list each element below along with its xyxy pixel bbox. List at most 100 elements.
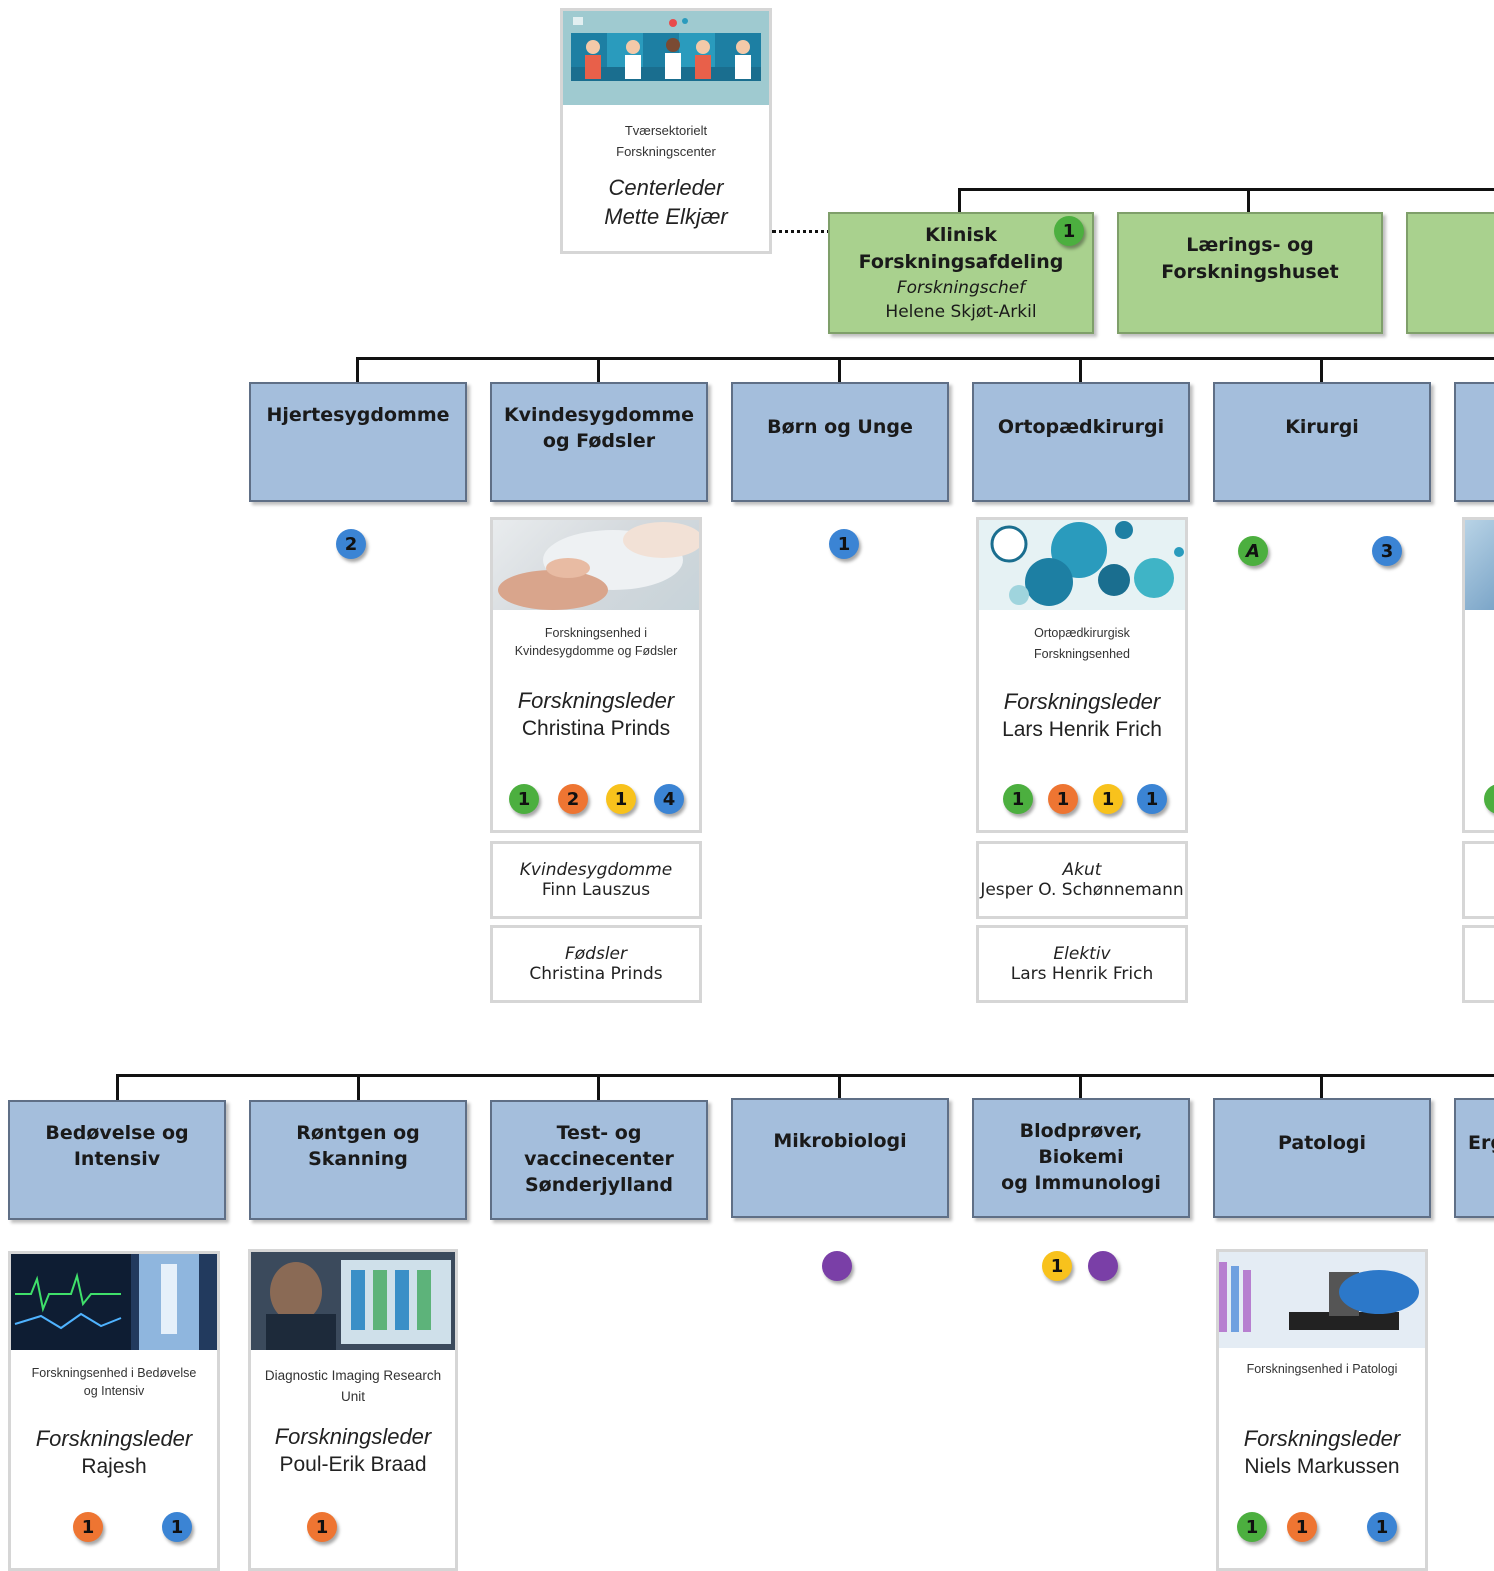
badge-yellow: 1	[1093, 784, 1123, 814]
klinisk-title-2: Forskningsafdeling	[858, 251, 1064, 273]
ortopaedkirurgi-research-card: Ortopædkirurgisk Forskningsenhed Forskni…	[976, 517, 1188, 833]
connector	[1320, 1074, 1323, 1100]
orto-caption-1: Ortopædkirurgisk	[1034, 626, 1130, 640]
kvindesygdomme-subunit: Kvindesygdomme Finn Lauszus	[490, 841, 702, 919]
sub-name: Jesper O. Schønnemann	[980, 880, 1184, 900]
badge-blue: 4	[654, 784, 684, 814]
patologi-role: Forskningsleder	[1243, 1426, 1401, 1451]
akut-subunit: Akut Jesper O. Schønnemann	[976, 841, 1188, 919]
kvinde-caption-1: Forskningsenhed i	[544, 626, 648, 640]
microscope-photo	[1219, 1252, 1425, 1348]
bedov-name: Rajesh	[81, 1455, 147, 1478]
laerings-title-1: Lærings- og	[1186, 234, 1314, 256]
orthopedic-icons-illustration	[979, 520, 1185, 610]
rontgen-research-card: Diagnostic Imaging Research Unit Forskni…	[248, 1249, 458, 1571]
rontgen-label: Røntgen og Skanning	[296, 1122, 420, 1170]
rontgen-role: Forskningsleder	[274, 1424, 432, 1449]
test-label-2: Sønderjylland	[525, 1174, 673, 1196]
badge-orange: 2	[558, 784, 588, 814]
laerings-title-2: Forskningshuset	[1161, 261, 1339, 283]
researchers-puzzle-illustration	[563, 11, 769, 105]
sub-name: Lars Henrik Frich	[1010, 964, 1154, 984]
sub-role: Kvindesygdomme	[519, 860, 673, 880]
partial-green-box[interactable]	[1406, 212, 1494, 334]
blodprover-box[interactable]: Blodprøver, Biokemi og Immunologi	[972, 1098, 1190, 1218]
orto-caption-2: Forskningsenhed	[1034, 647, 1130, 661]
klinisk-forskningsafdeling-box[interactable]: Klinisk Forskningsafdeling Forskningsche…	[828, 212, 1094, 334]
bedov-role: Forskningsleder	[35, 1426, 193, 1451]
badge-orange: 1	[1287, 1512, 1317, 1542]
born-og-unge-label: Børn og Unge	[767, 416, 913, 438]
connector	[357, 1074, 360, 1102]
sub-role: Akut	[1062, 860, 1102, 880]
badge-orange: 1	[1048, 784, 1078, 814]
partial-photo	[1465, 520, 1494, 610]
patologi-name: Niels Markussen	[1244, 1455, 1400, 1478]
sub-role: Fødsler	[565, 944, 627, 964]
elektiv-subunit: Elektiv Lars Henrik Frich	[976, 925, 1188, 1003]
hjertesygdomme-label: Hjertesygdomme	[266, 404, 450, 426]
badge-blue: 2	[336, 529, 366, 559]
badge-orange: 1	[307, 1512, 337, 1542]
born-og-unge-box[interactable]: Børn og Unge	[731, 382, 949, 502]
bedovelse-og-intensiv-box[interactable]: Bedøvelse og Intensiv	[8, 1100, 226, 1220]
rontgen-caption-2: Unit	[340, 1389, 365, 1404]
connector	[1079, 1074, 1082, 1100]
rontgen-og-skanning-box[interactable]: Røntgen og Skanning	[249, 1100, 467, 1220]
partial-subunit	[1462, 841, 1494, 919]
connector	[1247, 188, 1250, 214]
badge-yellow: 1	[1042, 1251, 1072, 1281]
connector	[1320, 357, 1323, 383]
badge-green: 1	[509, 784, 539, 814]
hjertesygdomme-box[interactable]: Hjertesygdomme	[249, 382, 467, 502]
connector	[597, 357, 600, 383]
blodprover-label-2: og Immunologi	[1001, 1172, 1161, 1194]
badge-green	[1484, 784, 1494, 814]
sub-name: Christina Prinds	[529, 964, 663, 984]
connector	[838, 1074, 841, 1100]
connector-row1	[356, 357, 1494, 360]
center-name: Mette Elkjær	[604, 204, 728, 229]
sub-role: Elektiv	[1053, 944, 1111, 964]
bedov-caption-1: Forskningsenhed i Bedøvelse	[31, 1366, 197, 1380]
partial-blue-box[interactable]	[1454, 382, 1494, 502]
center-caption-2: Forskningscenter	[616, 144, 716, 159]
patologi-caption: Forskningsenhed i Patologi	[1246, 1362, 1398, 1376]
connector-row2	[116, 1074, 1494, 1077]
kvinde-caption-2: Kvindesygdomme og Fødsler	[514, 644, 678, 658]
test-og-vaccinecenter-box[interactable]: Test- og vaccinecenter Sønderjylland	[490, 1100, 708, 1220]
connector	[838, 357, 841, 383]
badge-purple	[822, 1251, 852, 1281]
newborn-hand-photo	[493, 520, 699, 610]
badge-blue: 1	[1367, 1512, 1397, 1542]
badge-purple	[1088, 1251, 1118, 1281]
mikrobiologi-box[interactable]: Mikrobiologi	[731, 1098, 949, 1218]
rontgen-name: Poul-Erik Braad	[279, 1453, 427, 1476]
badge-green: 1	[1237, 1512, 1267, 1542]
center-card: Tværsektorielt Forskningscenter Centerle…	[560, 8, 772, 254]
ortopaedkirurgi-box[interactable]: Ortopædkirurgi	[972, 382, 1190, 502]
bedovelse-label: Bedøvelse og Intensiv	[45, 1122, 189, 1170]
mikrobiologi-label: Mikrobiologi	[773, 1130, 907, 1152]
partial-blue-box-row2[interactable]: Erg	[1454, 1098, 1494, 1218]
badge-green: A	[1238, 536, 1268, 566]
badge-green: 1	[1054, 216, 1084, 246]
laerings-og-forskningshuset-box[interactable]: Lærings- og Forskningshuset	[1117, 212, 1383, 334]
kvindesygdomme-research-card: Forskningsenhed i Kvindesygdomme og Føds…	[490, 517, 702, 833]
rontgen-caption-1: Diagnostic Imaging Research	[264, 1368, 442, 1383]
kvindesygdomme-box[interactable]: Kvindesygdomme og Fødsler	[490, 382, 708, 502]
kirurgi-box[interactable]: Kirurgi	[1213, 382, 1431, 502]
center-caption-1: Tværsektorielt	[624, 123, 708, 138]
badge-yellow: 1	[606, 784, 636, 814]
patologi-label: Patologi	[1277, 1132, 1367, 1154]
badge-blue: 1	[1137, 784, 1167, 814]
orto-name: Lars Henrik Frich	[1002, 718, 1162, 741]
fodsler-subunit: Fødsler Christina Prinds	[490, 925, 702, 1003]
partial-card	[1462, 517, 1494, 833]
connector	[116, 1074, 119, 1102]
klinisk-name: Helene Skjøt-Arkil	[885, 302, 1037, 322]
kvinde-role: Forskningsleder	[517, 688, 675, 713]
patologi-box[interactable]: Patologi	[1213, 1098, 1431, 1218]
partial-label: Erg	[1468, 1132, 1494, 1154]
badge-green: 1	[1003, 784, 1033, 814]
